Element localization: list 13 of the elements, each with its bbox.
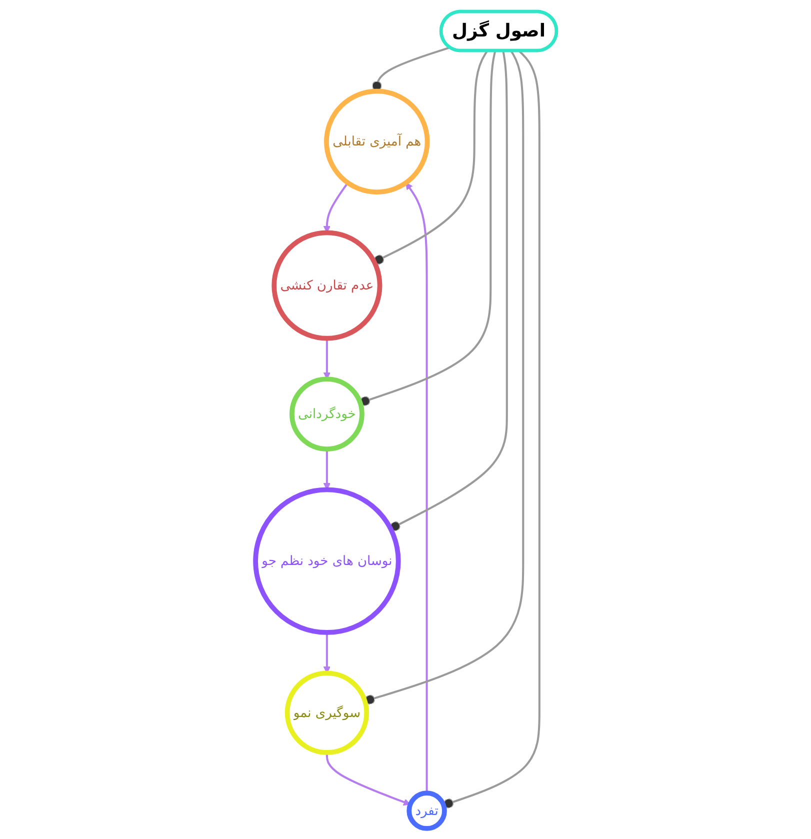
node-circle: عدم تقارن کنشی (271, 230, 382, 340)
connector (442, 50, 540, 808)
node-circle: تفرد (406, 790, 446, 830)
node-circle: خودگردانی (289, 376, 364, 451)
connector (364, 50, 524, 704)
connector (373, 50, 488, 264)
connector (371, 46, 450, 91)
arrow (322, 632, 330, 673)
connector (390, 50, 508, 531)
node-circle: هم آمیزی تقابلی (324, 88, 430, 194)
arrow (405, 182, 428, 793)
arrow (322, 182, 348, 232)
connector (359, 50, 496, 406)
